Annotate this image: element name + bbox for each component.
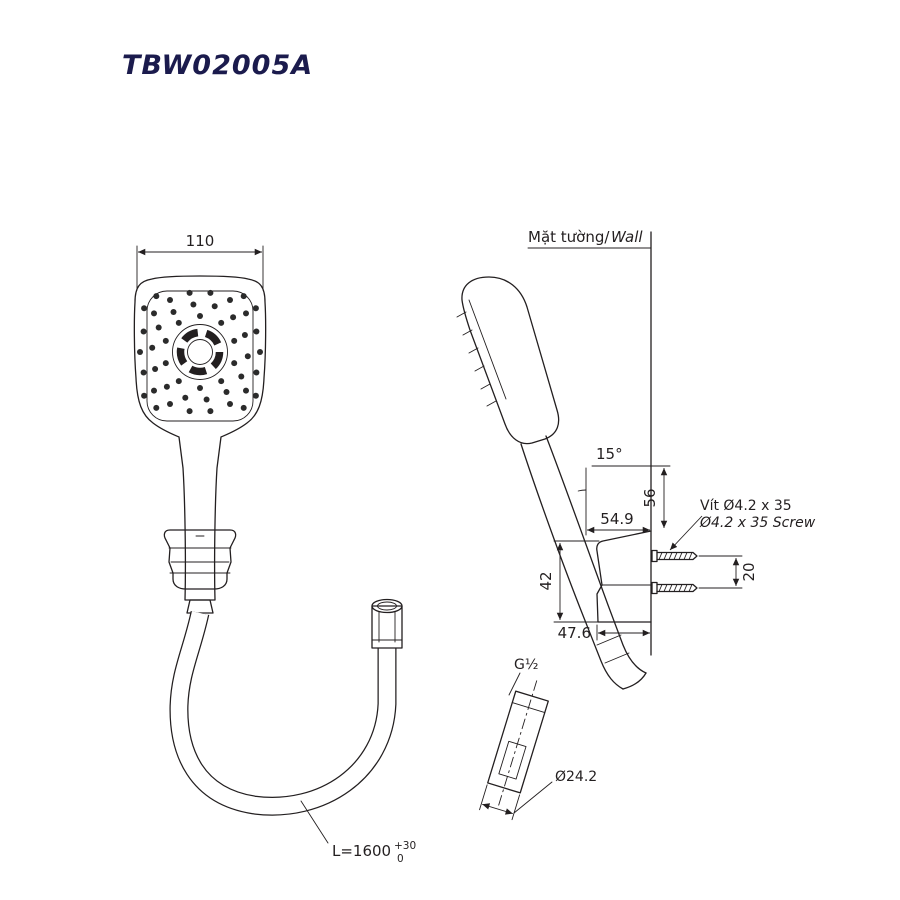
holder-bracket-side xyxy=(596,530,652,623)
spray-nozzle-dots xyxy=(137,289,263,415)
dim-wall-to-axis-label: 54.9 xyxy=(600,510,633,528)
spray-center-ring xyxy=(172,324,228,380)
dim-screw-height: 56 xyxy=(591,465,671,528)
dim-screw-spacing-label: 20 xyxy=(740,562,758,581)
dim-holder-height-label: 42 xyxy=(537,571,555,590)
shower-head-side-outline xyxy=(456,276,560,445)
hose-length-label: L=1600 xyxy=(332,842,391,860)
wall-label-vi: Mặt tường/ xyxy=(528,228,610,246)
screw-spec-annotation: Vít Ø4.2 x 35 Ø4.2 x 35 Screw xyxy=(669,498,816,551)
wall-reference: Mặt tường/ Wall xyxy=(527,228,652,656)
front-view: 110 xyxy=(133,232,416,865)
hose-nut-front xyxy=(186,599,214,614)
hose-tolerance-upper-label: +30 xyxy=(394,840,416,852)
hose-tolerance-lower-label: 0 xyxy=(397,853,404,865)
wall-label-en: Wall xyxy=(611,228,643,246)
hose-end-connector xyxy=(371,598,403,649)
dim-holder-depth-label: 47.6 xyxy=(558,624,591,642)
dim-wall-to-axis: 54.9 xyxy=(587,510,650,534)
mounting-screw-top xyxy=(651,549,698,563)
dim-head-width-label: 110 xyxy=(186,232,215,250)
hose-length-annotation: L=1600 +30 0 xyxy=(300,800,416,865)
handle-side-outline xyxy=(520,435,647,690)
dim-screw-height-label: 56 xyxy=(641,488,659,507)
shower-hose xyxy=(169,610,397,816)
dim-screw-spacing: 20 xyxy=(698,555,758,589)
connector-diameter-label: Ø24.2 xyxy=(555,769,597,785)
dim-handle-angle: 15° xyxy=(577,445,623,536)
side-view: Mặt tường/ Wall xyxy=(456,228,816,821)
holder-bracket-front xyxy=(163,529,237,590)
dim-head-width: 110 xyxy=(136,232,264,291)
dim-holder-depth: 47.6 xyxy=(558,624,650,642)
mounting-screw-bottom xyxy=(651,581,698,595)
shower-head-front-outline xyxy=(133,275,267,601)
angle-label: 15° xyxy=(596,445,623,463)
screw-spec-label-en: Ø4.2 x 35 Screw xyxy=(699,515,816,531)
spray-faceplate-outline xyxy=(146,290,254,422)
screw-spec-label-vi: Vít Ø4.2 x 35 xyxy=(700,498,792,514)
faceplate-hatching xyxy=(456,311,497,407)
dim-holder-height: 42 xyxy=(537,540,600,623)
thread-size-label: G½ xyxy=(514,657,538,673)
hose-thread-connector: G½ Ø24.2 xyxy=(479,657,597,821)
model-number-title: TBW02005A xyxy=(122,50,314,81)
